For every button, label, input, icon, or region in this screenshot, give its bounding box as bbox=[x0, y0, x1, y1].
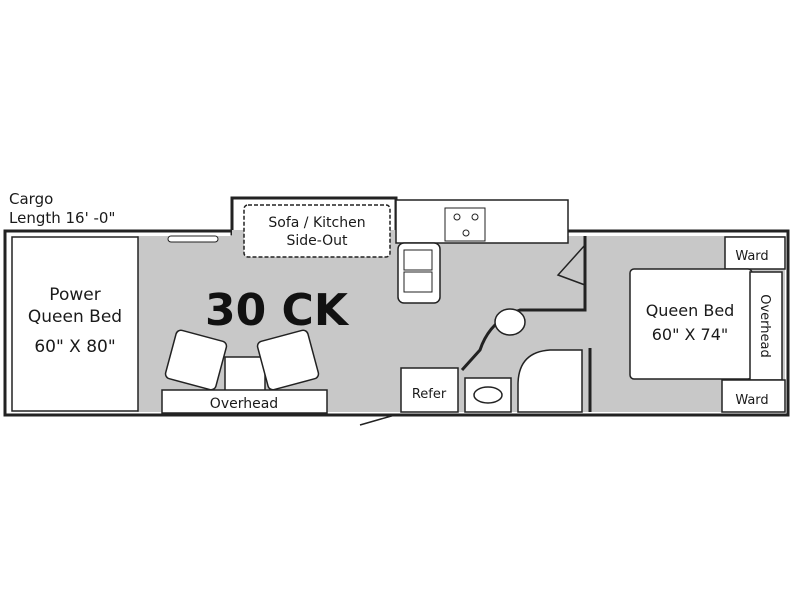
door-swing bbox=[556, 244, 586, 286]
burner bbox=[462, 229, 470, 237]
chair-right bbox=[256, 329, 320, 391]
chair-left bbox=[164, 329, 228, 391]
sofa-kitchen-slide-out bbox=[243, 204, 391, 258]
power-queen-bed bbox=[11, 236, 139, 412]
overhead-rear-label: Overhead bbox=[757, 294, 772, 358]
window bbox=[167, 235, 219, 243]
ward-bottom-label: Ward bbox=[735, 393, 768, 408]
queen-bed-label: Queen Bed bbox=[646, 301, 735, 320]
queen-bed-size: 60" X 74" bbox=[652, 325, 729, 344]
model-name: 30 CK bbox=[205, 285, 350, 336]
burner bbox=[471, 213, 479, 221]
side-table bbox=[224, 356, 266, 393]
refer-label: Refer bbox=[412, 387, 447, 402]
slide-out-label-2: Side-Out bbox=[286, 233, 348, 249]
wardrobe-bottom bbox=[721, 379, 786, 413]
wardrobe-top bbox=[724, 236, 786, 270]
burner bbox=[453, 213, 461, 221]
queen-bed bbox=[629, 268, 753, 380]
cargo-length: Length 16' -0" bbox=[9, 209, 115, 227]
sink-basin bbox=[403, 249, 433, 271]
entry-door bbox=[359, 414, 396, 426]
power-bed-label-1: Power bbox=[49, 285, 100, 305]
shower bbox=[517, 349, 583, 413]
cargo-label: Cargo bbox=[9, 190, 53, 208]
lavatory-sink bbox=[473, 386, 503, 404]
slide-out-label-1: Sofa / Kitchen bbox=[268, 215, 365, 231]
toilet bbox=[494, 308, 526, 336]
refrigerator bbox=[400, 367, 459, 413]
overhead-cabinet-front bbox=[161, 389, 328, 414]
power-bed-label-2: Queen Bed bbox=[28, 307, 122, 327]
power-bed-size: 60" X 80" bbox=[34, 337, 115, 357]
ward-top-label: Ward bbox=[735, 249, 768, 264]
overhead-front-label: Overhead bbox=[210, 396, 278, 412]
sink-basin bbox=[403, 271, 433, 293]
overhead-cabinet-rear bbox=[749, 271, 783, 381]
